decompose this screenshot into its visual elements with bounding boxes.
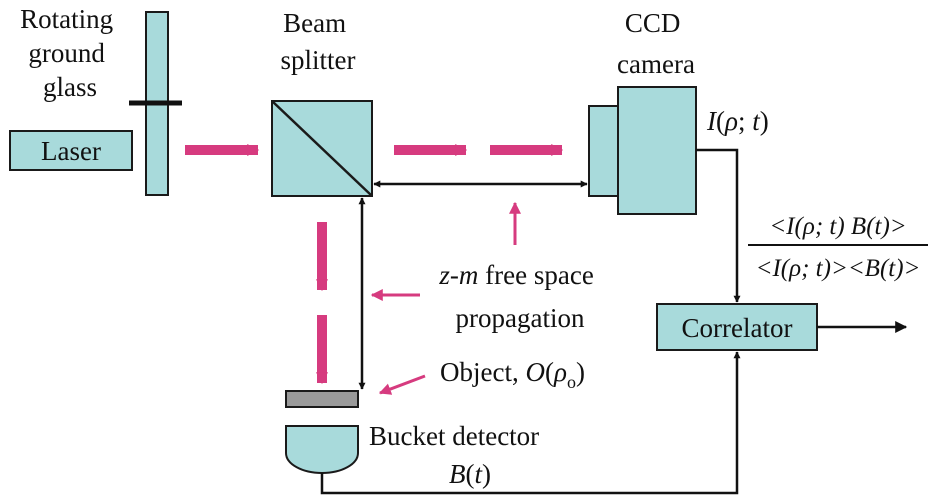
object-label: Object, O(ρo): [440, 357, 585, 392]
bucket-detector: [285, 425, 359, 474]
ccd-to-correlator-line: [696, 148, 741, 303]
laser-box: [9, 130, 133, 171]
rotating-ground-glass-label: Rotating ground glass: [20, 4, 120, 102]
bucket-to-correlator-line: [320, 351, 741, 495]
beam-splitter-diagonal: [271, 100, 373, 197]
pointer-arrow-object: [378, 374, 426, 395]
correlation-numerator: <I(ρ; t) B(t)>: [769, 213, 906, 240]
beam-splitter-label: Beam splitter: [281, 8, 356, 75]
ccd-camera-label: CCD camera: [617, 8, 695, 79]
bucket-signal-label: B(t): [449, 459, 491, 489]
propagation-label: z-m free space propagation: [438, 260, 600, 333]
intensity-label: I(ρ; t): [706, 106, 769, 136]
ccd-camera-body: [617, 86, 697, 215]
object-plate: [285, 390, 359, 408]
correlator-label: Correlator: [682, 313, 793, 343]
ccd-camera-lens: [588, 105, 619, 197]
bucket-detector-label: Bucket detector: [369, 421, 539, 451]
correlation-denominator: <I(ρ; t)><B(t)>: [756, 255, 921, 282]
correlator-box: [656, 303, 818, 351]
laser-label: Laser: [41, 136, 101, 166]
